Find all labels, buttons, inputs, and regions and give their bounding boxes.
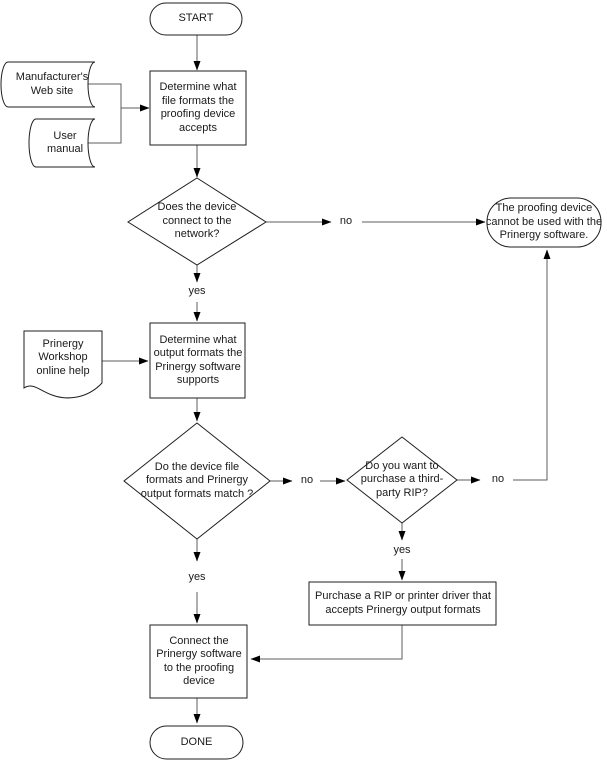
process-determine-file-formats-shape <box>149 70 247 146</box>
decision-third-party-rip-shape <box>346 436 458 524</box>
stored-data-user-manual-shape <box>28 118 96 168</box>
terminator-cannot-use-shape <box>486 197 602 248</box>
process-determine-output-formats-shape <box>149 322 246 399</box>
terminator-done-shape <box>149 725 244 760</box>
process-connect-software-shape <box>149 624 248 699</box>
connector-purchase-to-connect <box>250 625 403 663</box>
document-prinergy-help-shape <box>23 330 103 399</box>
terminator-start-shape <box>149 2 243 36</box>
decision-network-shape <box>127 177 267 266</box>
process-purchase-rip-shape <box>308 581 497 626</box>
connector-rip-no-to-cannot-use <box>513 249 551 481</box>
decision-formats-match-shape <box>123 422 271 540</box>
stored-data-manufacturers-website-shape <box>0 61 96 108</box>
